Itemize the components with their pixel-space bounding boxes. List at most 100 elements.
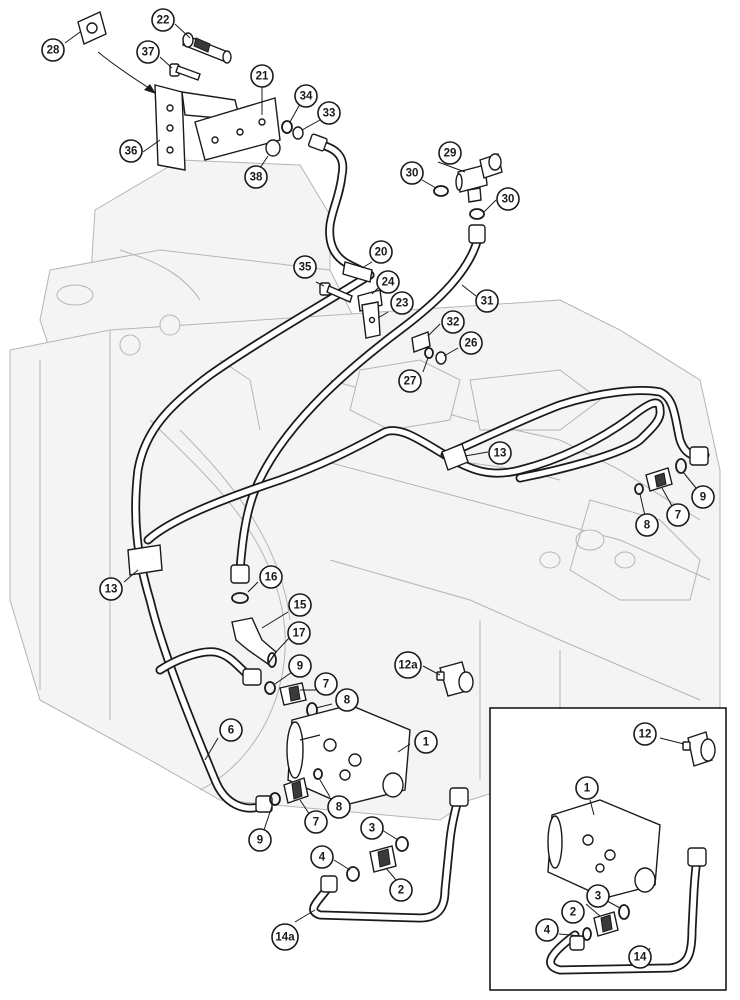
callout-35: 35 — [293, 255, 317, 279]
callout-circle — [390, 291, 414, 315]
callout-label: 8 — [644, 520, 651, 532]
callout-3: 3 — [360, 816, 384, 840]
callout-30: 30 — [400, 161, 424, 185]
callout-circle — [628, 945, 652, 969]
callout-9: 9 — [248, 828, 272, 852]
callout-label: 15 — [294, 600, 307, 612]
callout-circle — [414, 730, 438, 754]
callout-circle — [438, 141, 462, 165]
callout-label: 28 — [47, 45, 60, 57]
part-9-ring-right — [675, 458, 687, 474]
part-8-ring-right — [634, 483, 644, 495]
callout-label: 8 — [344, 695, 351, 707]
callout-label: 8 — [336, 802, 343, 814]
callout-7: 7 — [304, 810, 328, 834]
part-2-adapter — [369, 845, 397, 873]
callout-circle — [293, 255, 317, 279]
part-29-tee — [455, 153, 503, 203]
callout-circle — [400, 161, 424, 185]
callout-circle — [496, 187, 520, 211]
callout-label: 13 — [105, 584, 118, 596]
part-38-nut — [265, 139, 281, 157]
callout-24: 24 — [376, 270, 400, 294]
callout-34: 34 — [294, 84, 318, 108]
pipe-right-upper — [440, 386, 710, 461]
part-30-ring-b — [469, 208, 485, 220]
callout-12a: 12a — [394, 651, 422, 679]
part-16-ring — [231, 592, 249, 604]
callout-33: 33 — [317, 101, 341, 125]
callout-7: 7 — [314, 672, 338, 696]
callout-7: 7 — [666, 503, 690, 527]
part-35-bolt — [319, 282, 353, 303]
inset-pipe-14 — [546, 853, 702, 975]
callout-circle — [394, 651, 422, 679]
callout-label: 6 — [228, 725, 234, 737]
callout-label: 35 — [299, 262, 312, 274]
callout-circle — [441, 310, 465, 334]
callout-12: 12 — [633, 722, 657, 746]
pipe-31 — [235, 233, 483, 575]
callout-label: 34 — [300, 91, 313, 103]
callout-6: 6 — [219, 718, 243, 742]
callout-circle — [287, 621, 311, 645]
callout-circle — [250, 64, 274, 88]
part-32-clip — [411, 331, 431, 353]
callout-16: 16 — [259, 565, 283, 589]
callout-4: 4 — [535, 918, 559, 942]
callout-circle — [151, 8, 175, 32]
callout-circle — [369, 240, 393, 264]
callout-17: 17 — [287, 621, 311, 645]
inset-part-4-ring — [582, 927, 592, 941]
callout-label: 12 — [639, 729, 652, 741]
part-8-ring-low — [313, 768, 323, 780]
callout-circle — [327, 795, 351, 819]
callout-31: 31 — [475, 289, 499, 313]
pipe-fitting-right — [689, 446, 709, 466]
part-13-clip-right — [441, 443, 469, 471]
part-33-washer — [292, 126, 304, 140]
callout-circle — [310, 845, 334, 869]
callout-label: 7 — [313, 817, 319, 829]
pipe-fitting-valve — [242, 668, 262, 686]
part-37-bolt — [169, 63, 201, 81]
callout-circle — [691, 485, 715, 509]
callout-label: 29 — [444, 148, 457, 160]
callout-label: 26 — [465, 338, 478, 350]
callout-8: 8 — [635, 513, 659, 537]
callout-label: 2 — [570, 907, 576, 919]
callout-label: 31 — [481, 296, 494, 308]
callout-circle — [259, 565, 283, 589]
part-28-plate — [77, 11, 107, 45]
callout-circle — [119, 139, 143, 163]
part-4-ring — [346, 866, 360, 882]
callout-circle — [288, 654, 312, 678]
callout-29: 29 — [438, 141, 462, 165]
inset-part-1-valve — [547, 799, 661, 899]
pipe-to-valve — [155, 647, 257, 683]
callout-28: 28 — [41, 38, 65, 62]
callout-15: 15 — [288, 593, 312, 617]
callout-circle — [248, 828, 272, 852]
inset-part-2-adapter — [593, 911, 619, 937]
callout-label: 9 — [297, 661, 303, 673]
callout-label: 16 — [265, 572, 278, 584]
part-21-bracket — [194, 97, 281, 161]
callout-22: 22 — [151, 8, 175, 32]
callout-label: 9 — [700, 492, 706, 504]
callout-label: 1 — [584, 783, 591, 795]
callout-label: 32 — [447, 317, 460, 329]
callout-label: 30 — [502, 194, 515, 206]
inset-pipe-top-nut — [687, 847, 707, 867]
callout-circle — [561, 900, 585, 924]
part-13-clip-left — [127, 544, 163, 576]
callout-circle — [575, 776, 599, 800]
part-9-ring-low — [269, 792, 281, 806]
callout-label: 17 — [293, 628, 306, 640]
part-27-ring — [424, 347, 434, 359]
callout-21: 21 — [250, 64, 274, 88]
callout-3: 3 — [586, 884, 610, 908]
part-22-valve — [182, 32, 232, 64]
part-7-adapter-low — [283, 777, 309, 804]
